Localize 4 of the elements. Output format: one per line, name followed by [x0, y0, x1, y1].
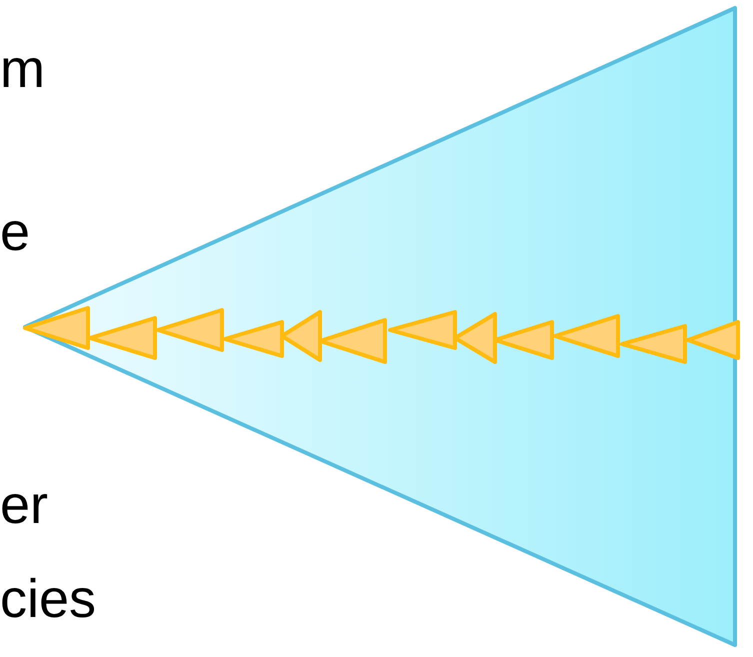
text-fragment: cies: [0, 572, 96, 626]
text-fragment: m: [0, 42, 45, 96]
text-fragment: e: [0, 205, 30, 259]
text-fragment: er: [0, 478, 48, 532]
